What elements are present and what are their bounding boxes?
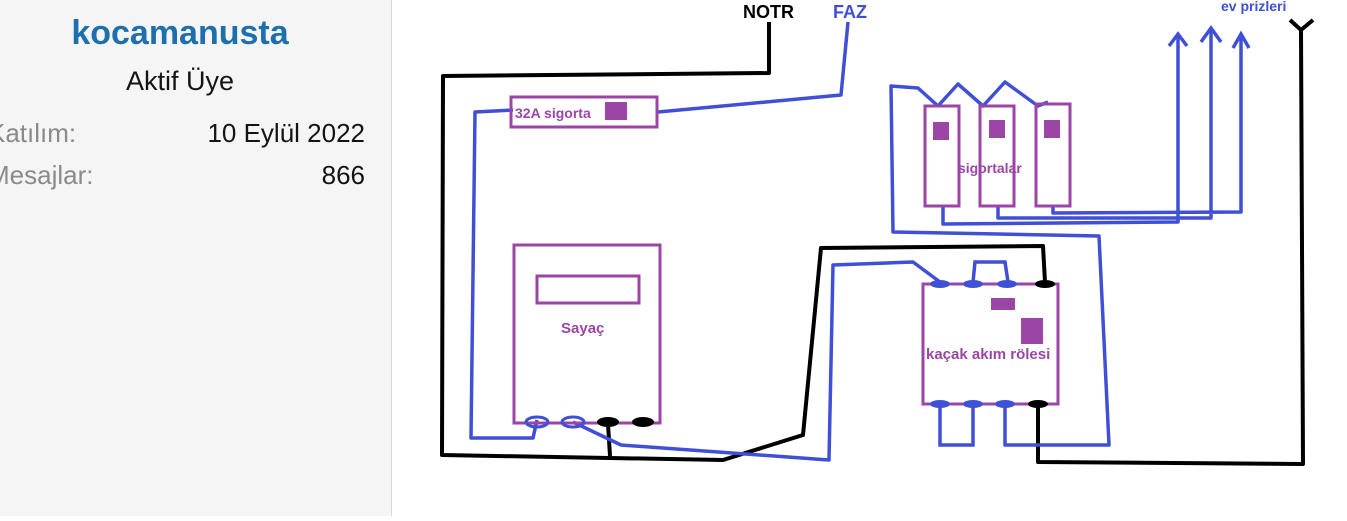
rcd-box bbox=[921, 282, 1060, 406]
rcd-to-breakers bbox=[889, 84, 1111, 447]
rcd-top-terminal-2 bbox=[963, 280, 983, 288]
messages-value[interactable]: 866 bbox=[321, 160, 365, 190]
breakers-label: sigortalar bbox=[958, 160, 1022, 176]
breaker-3-switch bbox=[1044, 120, 1060, 138]
username-link[interactable]: kocamanusta bbox=[71, 14, 289, 52]
rcd-top-terminal-3 bbox=[997, 280, 1017, 288]
main-breaker-label: 32A sigorta bbox=[515, 105, 591, 121]
rcd-bridge-top bbox=[971, 260, 1010, 283]
joined-value: 10 Eylül 2022 bbox=[207, 118, 365, 148]
phase-wire-32a-to-meter bbox=[469, 108, 539, 440]
main-breaker-box bbox=[509, 95, 659, 129]
outlets-label: ev prizleri bbox=[1221, 0, 1286, 14]
rcd-bridge-bottom bbox=[938, 404, 975, 447]
meter-box bbox=[512, 243, 662, 425]
breaker-2-switch bbox=[989, 120, 1005, 138]
rcd-top-terminal-1 bbox=[930, 280, 950, 288]
joined-label: Katılım: bbox=[0, 118, 77, 148]
arrow-heads bbox=[1167, 24, 1251, 49]
user-info-sidebar: kocamanusta Aktif Üye Katılım: 10 Eylül … bbox=[0, 0, 392, 516]
rcd-switch bbox=[1021, 318, 1043, 344]
rcd-bottom-terminal-3 bbox=[995, 400, 1015, 408]
rcd-bottom-terminal-1 bbox=[930, 400, 950, 408]
phase-wire-main bbox=[657, 21, 850, 114]
wiring-diagram: 32A sigorta sigortalar Sayaç kaçak akım … bbox=[440, 0, 1315, 466]
wiring-diagram-image[interactable]: 32A sigorta sigortalar Sayaç kaçak akım … bbox=[393, 0, 1347, 516]
phase-label: FAZ bbox=[833, 2, 867, 22]
rcd-label: kaçak akım rölesi bbox=[926, 346, 1050, 363]
rcd-test-button bbox=[991, 298, 1015, 310]
breaker-3 bbox=[1034, 102, 1072, 208]
breaker-1-switch bbox=[933, 122, 949, 140]
phase-wire-meter-out bbox=[572, 260, 942, 462]
meter-terminal-4 bbox=[632, 417, 654, 427]
main-breaker-switch bbox=[605, 102, 627, 120]
breaker-2 bbox=[978, 104, 1016, 208]
rcd-top-terminal-4 bbox=[1035, 280, 1055, 288]
user-title: Aktif Üye bbox=[125, 66, 235, 96]
messages-label: Mesajlar: bbox=[0, 160, 94, 190]
meter-terminal-1 bbox=[524, 415, 550, 429]
neutral-wire-out bbox=[1036, 18, 1315, 466]
rcd-bottom-terminal-4 bbox=[1028, 400, 1048, 408]
meter-terminal-2 bbox=[560, 415, 586, 429]
neutral-label: NOTR bbox=[743, 2, 794, 22]
neutral-wire bbox=[440, 22, 1047, 462]
meter-label: Sayaç bbox=[561, 320, 604, 337]
meter-terminal-3 bbox=[597, 417, 619, 427]
breaker-1 bbox=[923, 104, 961, 208]
meter-display bbox=[535, 274, 641, 305]
breaker-outputs bbox=[941, 30, 1243, 226]
rcd-bottom-terminal-2 bbox=[963, 400, 983, 408]
breaker-bridge bbox=[936, 80, 1049, 108]
